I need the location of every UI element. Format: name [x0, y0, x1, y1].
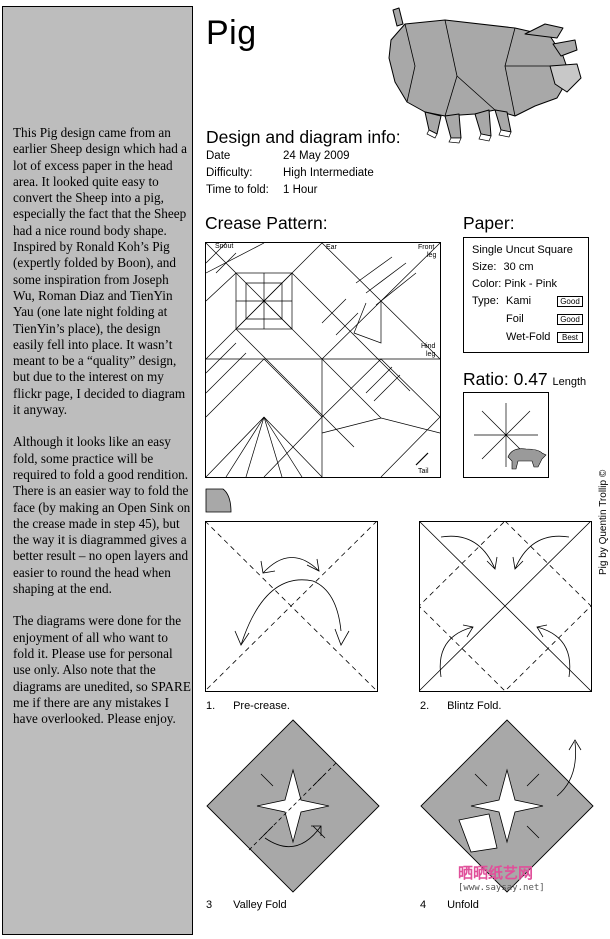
step-4-text: Unfold: [447, 899, 479, 911]
pig-illustration: [388, 7, 582, 144]
paper-type-line: Single Uncut Square: [472, 244, 573, 256]
cp-label-hind-leg: leg: [426, 351, 436, 358]
step-3-diagram: [205, 718, 381, 901]
sidebar-paragraph-2: Although it looks like an easy fold, som…: [13, 434, 191, 597]
ratio-value: 0.47: [513, 369, 548, 389]
step-2-label: 2. Blintz Fold.: [420, 700, 501, 712]
step-2-diagram: [418, 520, 593, 698]
step-4-diagram: [419, 718, 595, 901]
crease-pattern: Snout Ear Front leg Hind leg Tail: [205, 242, 441, 478]
step-1-number: 1.: [206, 700, 216, 712]
cp-label-hind: Hind: [421, 343, 436, 350]
paper-size-line: Size: 30 cm: [472, 261, 534, 273]
info-difficulty-row: Difficulty: High Intermediate: [206, 167, 374, 179]
cp-label-tail: Tail: [418, 468, 429, 475]
foil-rating-badge: Good: [557, 314, 583, 325]
difficulty-value: High Intermediate: [283, 167, 374, 179]
watermark-logo: 晒晒纸艺网: [458, 865, 534, 882]
step-2-text: Blintz Fold.: [447, 700, 502, 712]
step-3-text: Valley Fold: [233, 899, 287, 911]
step-1-label: 1. Pre-crease.: [206, 700, 290, 712]
sidebar-paragraph-1: This Pig design came from an earlier She…: [13, 125, 187, 418]
sidebar-paragraph-3: The diagrams were done for the enjoyment…: [13, 613, 191, 727]
cp-label-snout: Snout: [215, 243, 234, 250]
paper-size-label: Size:: [472, 261, 497, 273]
sidebar-text: This Pig design came from an earlier She…: [13, 125, 191, 743]
date-value: 24 May 2009: [283, 150, 350, 162]
paper-heading: Paper:: [463, 213, 515, 233]
author-credit: Pig by Quentin Trollip ©: [598, 469, 609, 575]
cp-label-front-leg: leg: [427, 252, 437, 259]
ratio-unit: Length: [552, 376, 587, 388]
page-title: Pig: [206, 14, 257, 52]
cp-label-ear: Ear: [326, 244, 337, 251]
watermark-url: [www.saysay.net]: [458, 883, 545, 893]
color-side-icon: [205, 488, 232, 513]
ratio-line: Ratio: 0.47 Length: [463, 369, 586, 390]
difficulty-label: Difficulty:: [206, 167, 253, 179]
step-1-diagram: [204, 520, 379, 698]
time-label: Time to fold:: [206, 184, 269, 196]
info-heading: Design and diagram info:: [206, 127, 401, 147]
kami-rating-badge: Good: [557, 296, 583, 307]
step-3-label: 3 Valley Fold: [206, 899, 287, 911]
info-date-row: Date 24 May 2009: [206, 150, 350, 162]
step-4-number: 4: [420, 899, 427, 911]
step-4-label: 4 Unfold: [420, 899, 479, 911]
crease-pattern-heading: Crease Pattern:: [205, 213, 328, 233]
paper-kami: Kami: [506, 295, 532, 307]
ratio-diagram: [463, 392, 549, 478]
paper-foil: Foil: [506, 313, 524, 325]
sidebar-panel: This Pig design came from an earlier She…: [2, 6, 193, 935]
step-1-text: Pre-crease.: [233, 700, 290, 712]
step-2-number: 2.: [420, 700, 430, 712]
paper-kind-label: Type:: [472, 295, 499, 307]
date-label: Date: [206, 150, 231, 162]
paper-info-box: Single Uncut Square Size: 30 cm Color: P…: [463, 237, 589, 353]
time-value: 1 Hour: [283, 184, 318, 196]
info-time-row: Time to fold: 1 Hour: [206, 184, 318, 196]
paper-size-value: 30 cm: [503, 261, 534, 273]
crease-pattern-drawing: [206, 243, 440, 477]
wetfold-rating-badge: Best: [557, 332, 583, 343]
cp-label-front: Front: [418, 244, 435, 251]
ratio-drawing: [474, 403, 547, 470]
paper-color-line: Color: Pink - Pink: [472, 278, 557, 290]
ratio-label: Ratio:: [463, 369, 509, 389]
step-3-number: 3: [206, 899, 213, 911]
paper-wetfold: Wet-Fold: [506, 331, 551, 343]
